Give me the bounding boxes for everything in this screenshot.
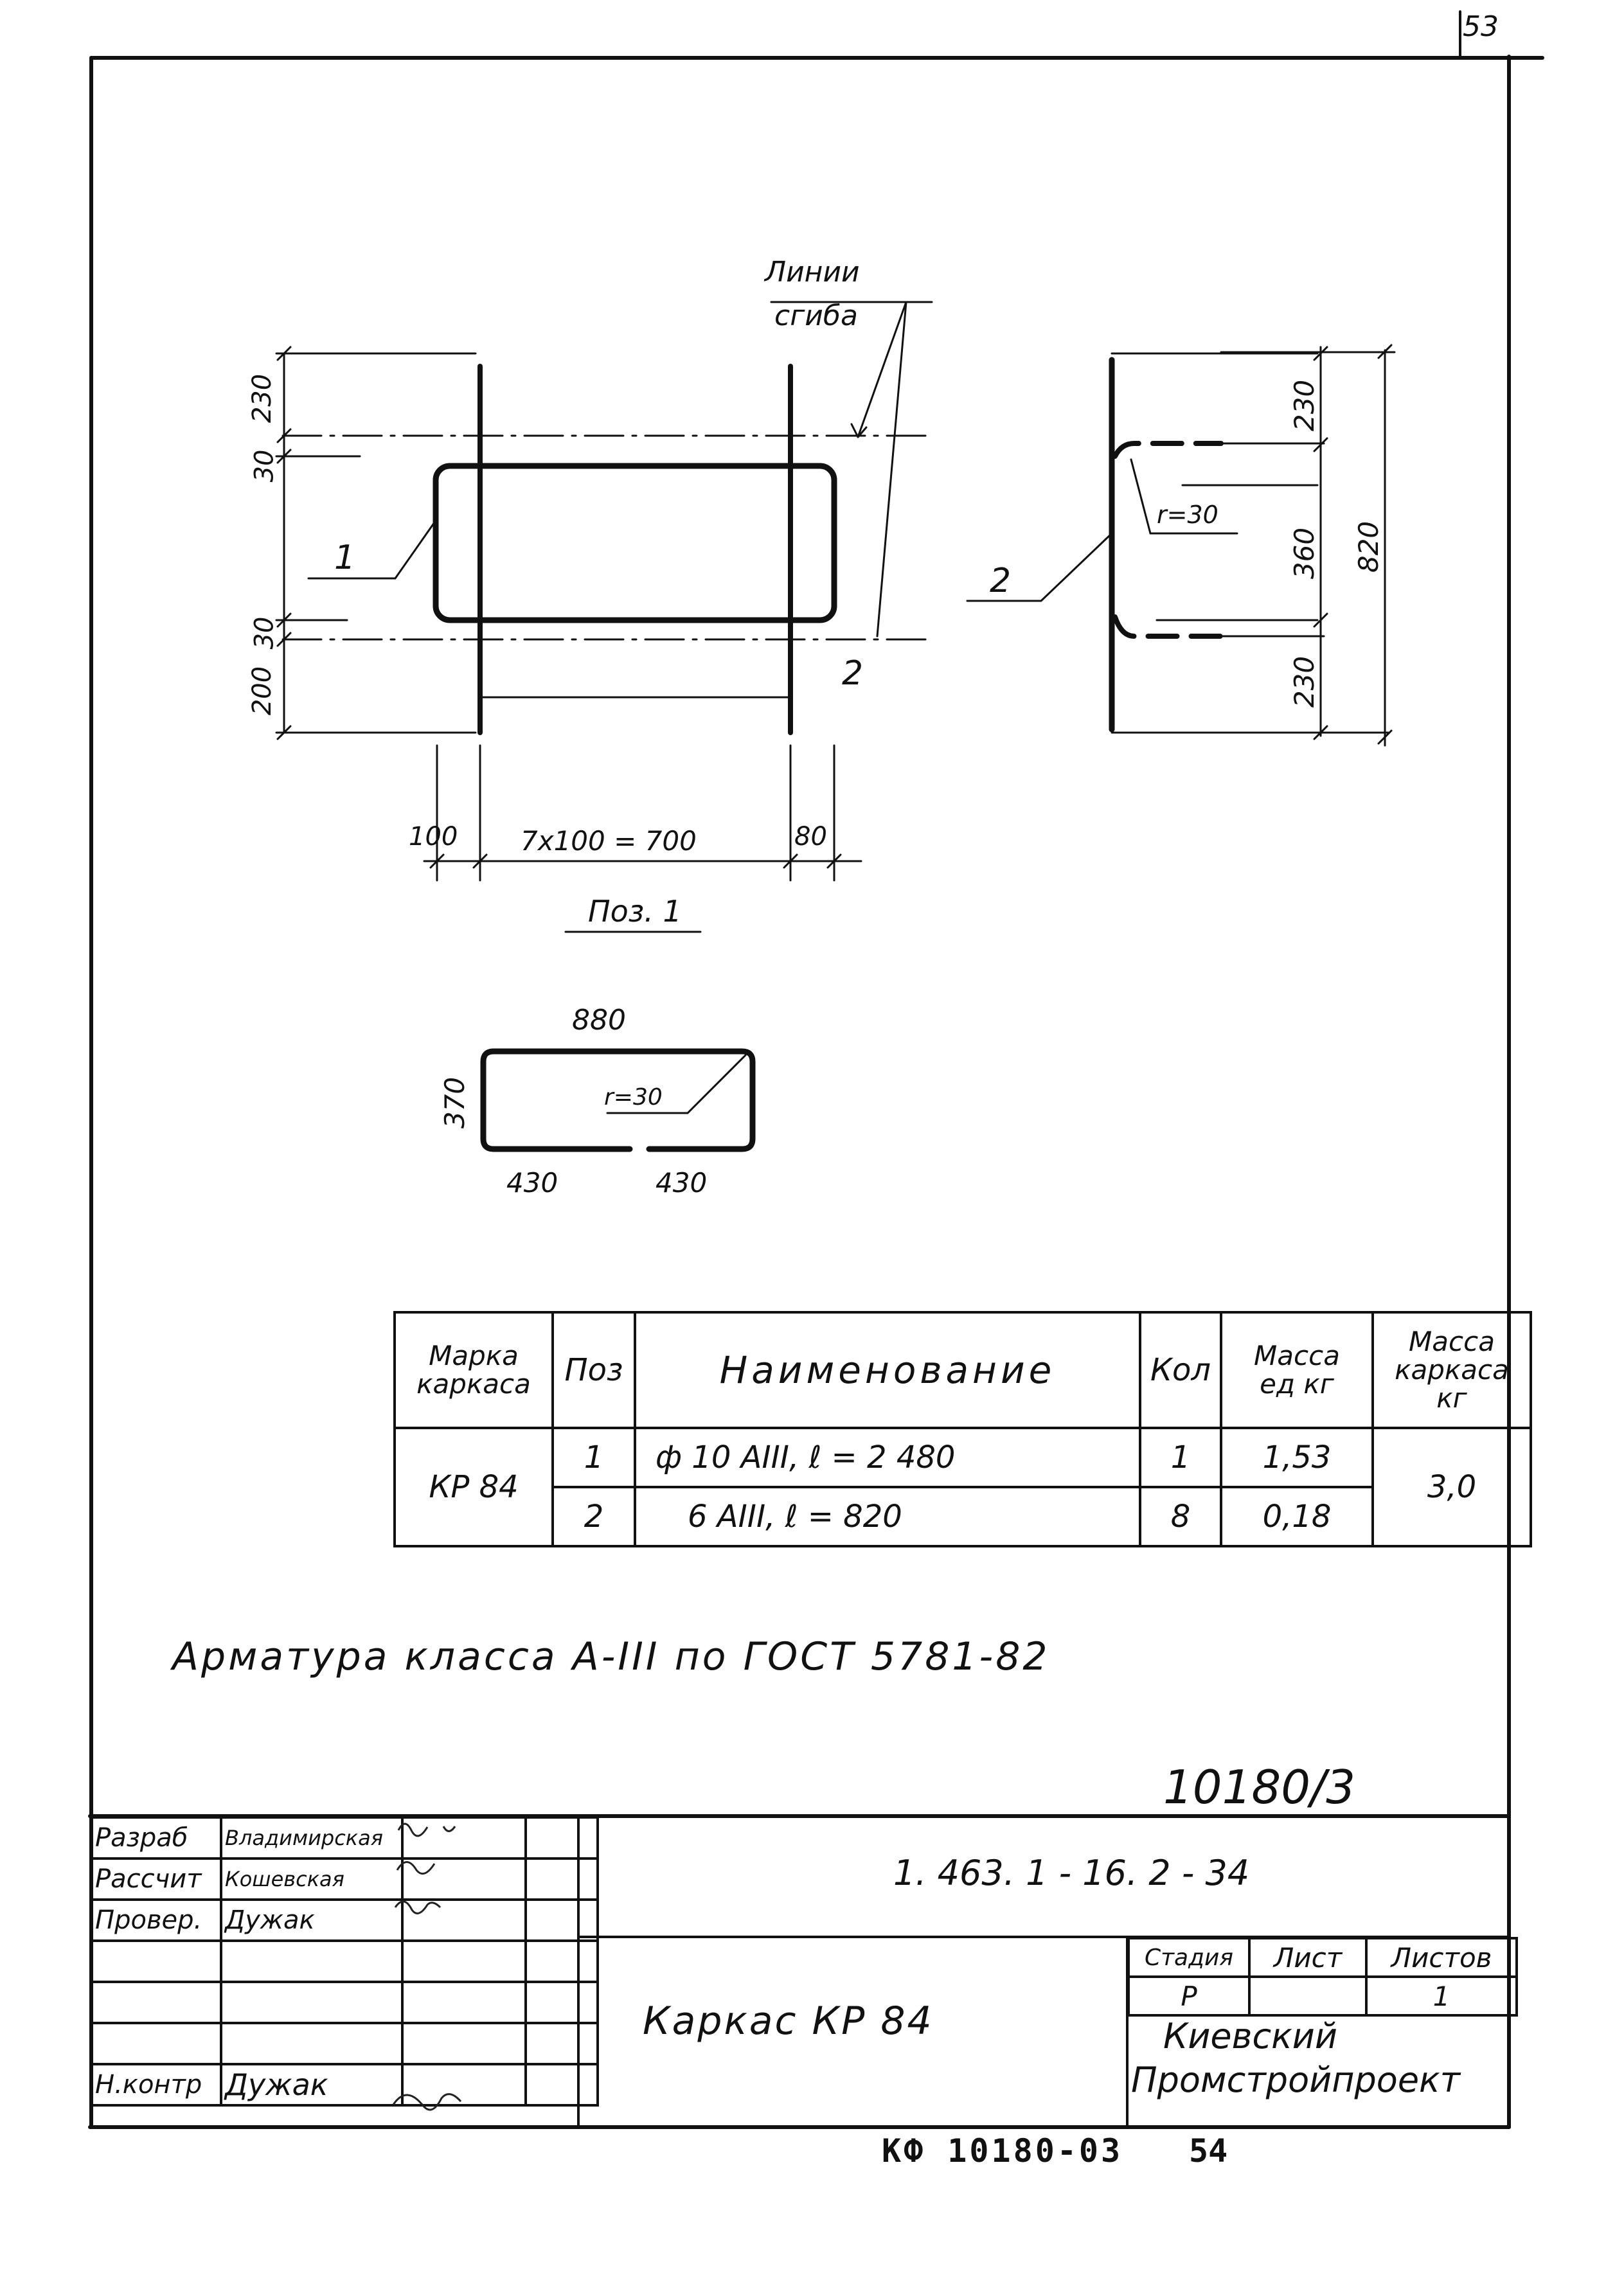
doc-number-upper: 10180/3 (1163, 1760, 1356, 1814)
designation: 1. 463. 1 - 16. 2 - 34 (893, 1853, 1250, 1893)
table-row: 2 6 AIII, ℓ = 820 8 0,18 (395, 1486, 1531, 1547)
sheet-info-table: Стадия Лист Листов Р 1 (1127, 1937, 1518, 2017)
role-cell: Рассчит (90, 1857, 222, 1901)
archive-page: 54 (1189, 2132, 1228, 2170)
archive-number: КФ 10180-03 (882, 2132, 1123, 2170)
dim-bottom-100: 100 (409, 822, 458, 851)
role-cell: Провер. (90, 1898, 222, 1942)
cell-mass: 0,18 (1220, 1486, 1374, 1547)
organization-line-2: Промстройпроект (1131, 2060, 1461, 2100)
signature-cell (401, 1857, 527, 1901)
specification-table: Марка каркаса Поз Наименование Кол Масса… (393, 1311, 1532, 1547)
pos1-caption: Поз. 1 (588, 894, 682, 929)
header-mass-unit: Масса ед кг (1220, 1311, 1374, 1429)
sheet-label: Лист (1248, 1937, 1368, 1978)
header-mass-frame: Масса каркаса кг (1371, 1311, 1532, 1429)
bend-lines-label-1: Линии (765, 256, 860, 289)
bar-dim-880: 880 (572, 1004, 626, 1037)
pos1-leader-1: 1 (334, 539, 356, 577)
header-name: Наименование (634, 1311, 1141, 1429)
role-cell: Н.контр (90, 2063, 222, 2107)
cell-qty: 8 (1139, 1486, 1222, 1547)
header-mark: Марка каркаса (393, 1311, 554, 1429)
dim-bottom-700: 7x100 = 700 (521, 825, 697, 857)
drawing-title: Каркас КР 84 (643, 1999, 934, 2044)
organization-line-1: Киевский (1163, 2016, 1337, 2056)
pos2-radius: r=30 (1157, 501, 1218, 529)
bar-dim-430-right: 430 (656, 1167, 708, 1199)
role-cell: Разраб (90, 1816, 222, 1860)
name-cell: Дужак (220, 1898, 404, 1942)
reinforcement-note: Арматура класса А-III по ГОСТ 5781-82 (172, 1634, 1050, 1679)
sheet-value (1248, 1975, 1368, 2017)
sheets-label: Листов (1365, 1937, 1518, 1978)
bar-radius: r=30 (604, 1084, 663, 1110)
cell-qty: 1 (1139, 1427, 1222, 1488)
cell-total-mass: 3,0 (1371, 1427, 1532, 1547)
bar-dim-430-left: 430 (506, 1167, 558, 1199)
cell-mass: 1,53 (1220, 1427, 1374, 1488)
header-pos: Поз (551, 1311, 636, 1429)
name-cell: Кошевская (220, 1857, 404, 1901)
cell-name: 6 AIII, ℓ = 820 (634, 1486, 1141, 1547)
cell-mark: КР 84 (393, 1427, 554, 1547)
name-cell: Владимирская (220, 1816, 404, 1860)
pos1-leader-2: 2 (842, 654, 864, 693)
sheets-value: 1 (1365, 1975, 1518, 2017)
bend-lines-label-2: сгиба (774, 299, 859, 332)
dim-bottom-80: 80 (794, 822, 827, 851)
signature-cell (401, 1898, 527, 1942)
stage-value: Р (1127, 1975, 1251, 2017)
header-qty: Кол (1139, 1311, 1222, 1429)
signature-cell (401, 1816, 527, 1860)
table-row: КР 84 1 ф 10 AIII, ℓ = 2 480 1 1,53 3,0 (393, 1427, 1532, 1547)
cell-pos: 1 (551, 1427, 636, 1488)
cell-name: ф 10 AIII, ℓ = 2 480 (634, 1427, 1141, 1488)
cell-pos: 2 (551, 1486, 636, 1547)
signature-cell (401, 2063, 527, 2107)
stage-label: Стадия (1127, 1937, 1251, 1978)
name-cell: Дужак (220, 2063, 404, 2107)
pos2-leader: 2 (990, 562, 1012, 600)
page-number-top: 53 (1463, 10, 1499, 43)
